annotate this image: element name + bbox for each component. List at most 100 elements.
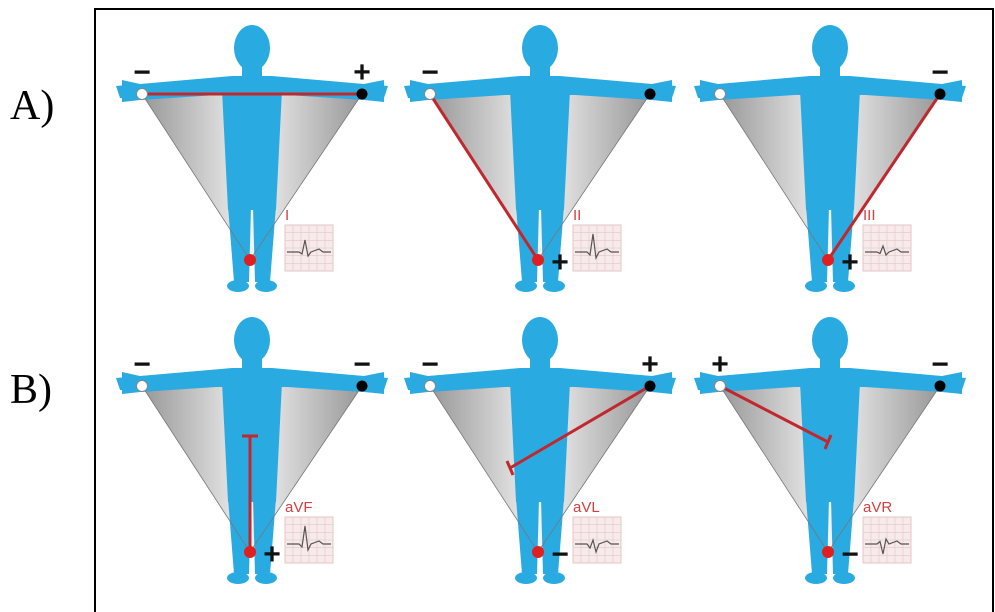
right-arm-electrode [136, 88, 148, 100]
left-foot [515, 280, 537, 292]
panel-I: − + I [116, 25, 388, 292]
left-leg-electrode [532, 254, 544, 266]
lead-vector [719, 384, 829, 444]
panel-II: − + II [404, 25, 676, 292]
head [522, 25, 558, 71]
left-arm-electrode [356, 380, 368, 392]
left-hand [404, 376, 428, 392]
right-hand [942, 376, 966, 392]
polarity-left: − [421, 348, 439, 381]
left-foot [515, 572, 537, 584]
lead-label: II [573, 207, 581, 224]
right-foot [255, 572, 277, 584]
arms [122, 368, 384, 394]
panel-III: −+III [694, 25, 966, 292]
right-arm-electrode [136, 380, 148, 392]
right-hand [652, 84, 676, 100]
lead-vector-cap [823, 434, 833, 450]
left-arm-electrode [356, 88, 368, 100]
torso [510, 90, 570, 210]
right-arm-electrode [714, 380, 726, 392]
arms [700, 76, 962, 102]
left-foot [227, 280, 249, 292]
right-leg [831, 206, 854, 282]
head [812, 317, 848, 363]
polarity-left: + [711, 348, 729, 381]
right-foot [543, 572, 565, 584]
right-hand [942, 84, 966, 100]
left-foot [805, 572, 827, 584]
head [234, 317, 270, 363]
polarity-right: + [353, 56, 371, 89]
torso [222, 382, 282, 502]
left-foot [227, 572, 249, 584]
lead-label: I [285, 207, 289, 224]
lead-vector [826, 93, 942, 261]
right-arm-electrode [424, 88, 436, 100]
torso [222, 90, 282, 210]
polarity-right: + [641, 348, 659, 381]
lead-vector [428, 93, 540, 261]
polarity-bottom: − [551, 538, 569, 571]
polarity-bottom: + [263, 538, 281, 571]
right-foot [543, 280, 565, 292]
polarity-right: − [353, 348, 371, 381]
left-arm-electrode [644, 380, 656, 392]
lead-label: aVF [285, 499, 313, 516]
left-leg-electrode [822, 546, 834, 558]
arms [410, 368, 672, 394]
panel-aVR: + − − aVR [694, 317, 966, 584]
head [812, 25, 848, 71]
left-hand [404, 84, 428, 100]
left-hand [694, 376, 718, 392]
right-arm-electrode [424, 380, 436, 392]
row-label-a: A) [10, 83, 55, 129]
head [234, 25, 270, 71]
polarity-right: − [931, 348, 949, 381]
ecg-trace [865, 537, 909, 555]
left-leg-electrode [532, 546, 544, 558]
left-leg-electrode [244, 546, 256, 558]
right-arm-electrode [714, 88, 726, 100]
panel-aVF: − − + aVF [116, 317, 388, 584]
polarity-left: − [133, 56, 151, 89]
lead-vector [509, 384, 651, 470]
ecg-trace [575, 537, 619, 555]
torso [800, 90, 860, 210]
left-arm-electrode [644, 88, 656, 100]
torso [510, 382, 570, 502]
right-foot [255, 280, 277, 292]
polarity-right: − [931, 56, 949, 89]
lead-label: III [863, 207, 876, 224]
left-hand [694, 84, 718, 100]
polarity-bottom: − [841, 538, 859, 571]
figure-frame [94, 8, 994, 612]
left-hand [116, 376, 140, 392]
left-leg-electrode [822, 254, 834, 266]
left-hand [116, 84, 140, 100]
left-foot [805, 280, 827, 292]
polarity-bottom: + [551, 246, 569, 279]
row-label-b: B) [10, 367, 52, 413]
left-arm-electrode [934, 380, 946, 392]
lead-label: aVL [573, 499, 600, 516]
right-leg [253, 498, 276, 574]
ecg-trace [865, 244, 909, 257]
right-leg [541, 206, 564, 282]
panel-aVL: − + − aVL [404, 317, 676, 584]
ecg-trace [287, 525, 331, 553]
ecg-trace [575, 233, 619, 261]
ecg-trace [287, 239, 331, 258]
right-leg [541, 498, 564, 574]
arms [700, 368, 962, 394]
polarity-left: − [421, 56, 439, 89]
arms [410, 76, 672, 102]
head [522, 317, 558, 363]
right-foot [833, 280, 855, 292]
lead-label: aVR [863, 499, 892, 516]
right-hand [364, 84, 388, 100]
torso [800, 382, 860, 502]
right-hand [364, 376, 388, 392]
polarity-left: − [133, 348, 151, 381]
